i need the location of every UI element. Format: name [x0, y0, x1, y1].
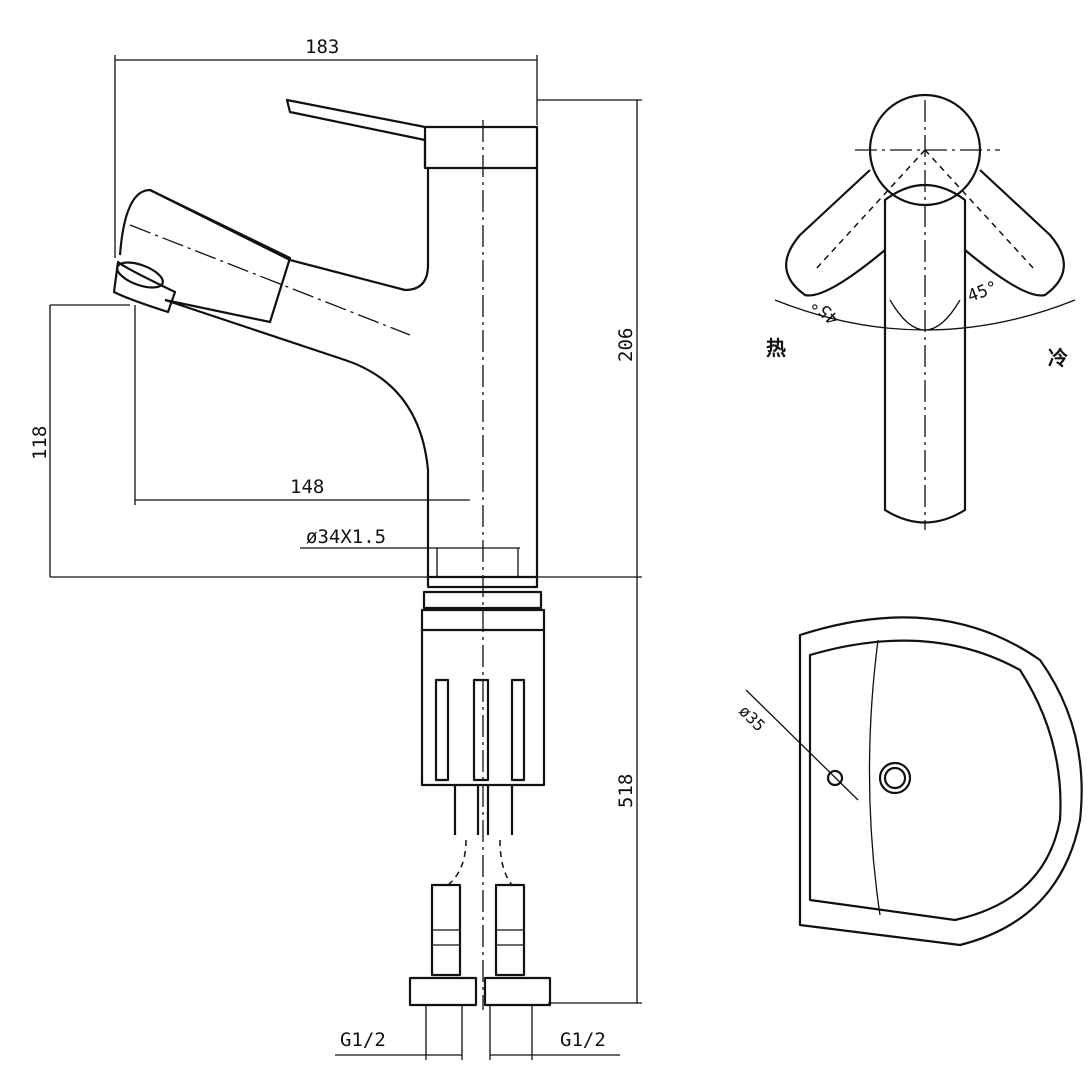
lever-handle [285, 98, 539, 170]
angle-right: 45° [965, 277, 1001, 306]
dim-148: 148 [290, 476, 324, 498]
label-cold: 冷 [1048, 346, 1068, 370]
dim-118: 118 [29, 426, 51, 460]
aerator-icon [112, 260, 177, 314]
dimension-heights: 206 518 [50, 99, 642, 1004]
dimension-spout-reach: 148 [134, 305, 470, 505]
basin-top-view: ø35 [735, 616, 1083, 947]
dim-518: 518 [615, 774, 637, 808]
dim-thread: ø34X1.5 [306, 526, 386, 548]
label-hot: 热 [766, 336, 786, 360]
dimension-overall-width: 183 [114, 36, 538, 258]
faucet-side-view: G1/2 G1/2 [112, 98, 620, 1060]
dim-inlet-right: G1/2 [560, 1029, 606, 1051]
dimension-spout-height: 118 [29, 304, 130, 577]
dim-hole: ø35 [735, 701, 769, 735]
dim-206: 206 [615, 328, 637, 362]
angle-left: 45° [808, 293, 844, 329]
dim-183: 183 [305, 36, 339, 58]
spout-head [149, 189, 292, 324]
dim-inlet-left: G1/2 [340, 1029, 386, 1051]
handle-top-view: 45° 45° 热 冷 [766, 93, 1076, 530]
dimension-thread: ø34X1.5 [300, 526, 520, 577]
